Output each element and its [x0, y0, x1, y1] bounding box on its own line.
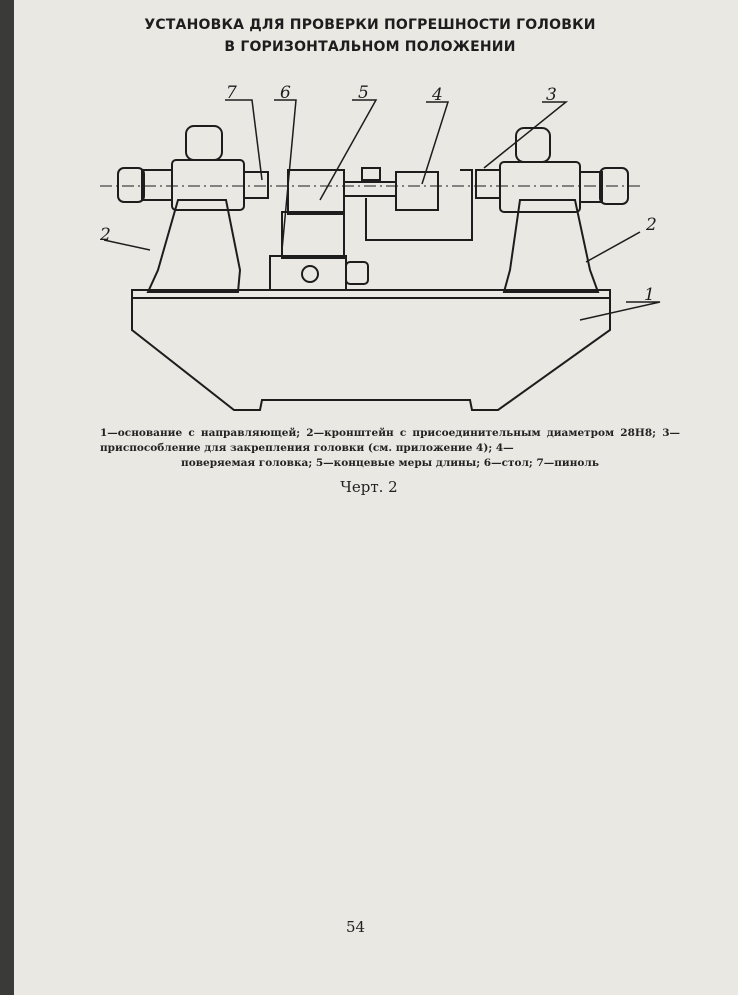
base: [131, 289, 611, 411]
label-5: 5: [358, 83, 369, 103]
label-4: 4: [431, 85, 443, 105]
label-2-left: 2: [99, 225, 111, 245]
document-page: [14, 0, 738, 995]
page-title: УСТАНОВКА ДЛЯ ПРОВЕРКИ ПОГРЕШНОСТИ ГОЛОВ…: [100, 14, 640, 58]
label-3: 3: [546, 85, 557, 105]
figure-number: Черт. 2: [340, 478, 398, 496]
label-1: 1: [644, 285, 655, 305]
left-bracket: [117, 125, 269, 293]
leader-lines: [103, 99, 661, 321]
title-line-2: В ГОРИЗОНТАЛЬНОМ ПОЛОЖЕНИИ: [224, 39, 516, 55]
center-assembly: [269, 167, 473, 291]
part-labels: 7 6 5 4 3 2 2 1: [99, 83, 657, 305]
label-2-right: 2: [645, 215, 657, 235]
page-number: 54: [346, 918, 366, 936]
title-line-1: УСТАНОВКА ДЛЯ ПРОВЕРКИ ПОГРЕШНОСТИ ГОЛОВ…: [144, 17, 596, 33]
figure-caption: 1—основание с направляющей; 2—кронштейн …: [100, 426, 680, 471]
right-bracket: [475, 127, 629, 293]
label-6: 6: [280, 83, 291, 103]
caption-line-1: 1—основание с направляющей; 2—кронштейн …: [100, 427, 680, 454]
caption-line-3: поверяемая головка; 5—концевые меры длин…: [181, 457, 599, 469]
apparatus-drawing: 7 6 5 4 3 2 2 1: [99, 83, 661, 411]
label-7: 7: [226, 83, 237, 103]
